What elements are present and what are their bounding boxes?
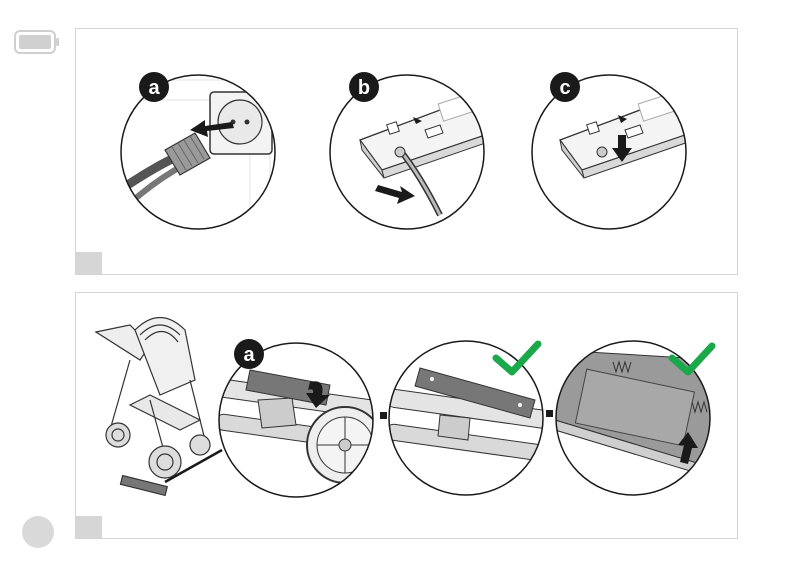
step-badge-label: c bbox=[559, 77, 570, 99]
scene-pull-cable: b bbox=[330, 72, 500, 229]
step-badge-label: a bbox=[148, 77, 160, 99]
scene-unplug-charger: a bbox=[120, 72, 280, 230]
scene-battery-installed bbox=[385, 341, 556, 495]
step-badge-label: b bbox=[358, 77, 370, 99]
scene-insert-battery: a bbox=[215, 339, 386, 497]
scene-close-cover: c bbox=[532, 72, 700, 229]
step-badge-label: a bbox=[243, 344, 255, 366]
sequence-separator bbox=[546, 410, 553, 417]
sequence-separator bbox=[380, 412, 387, 419]
stroller-illustration bbox=[96, 318, 210, 496]
